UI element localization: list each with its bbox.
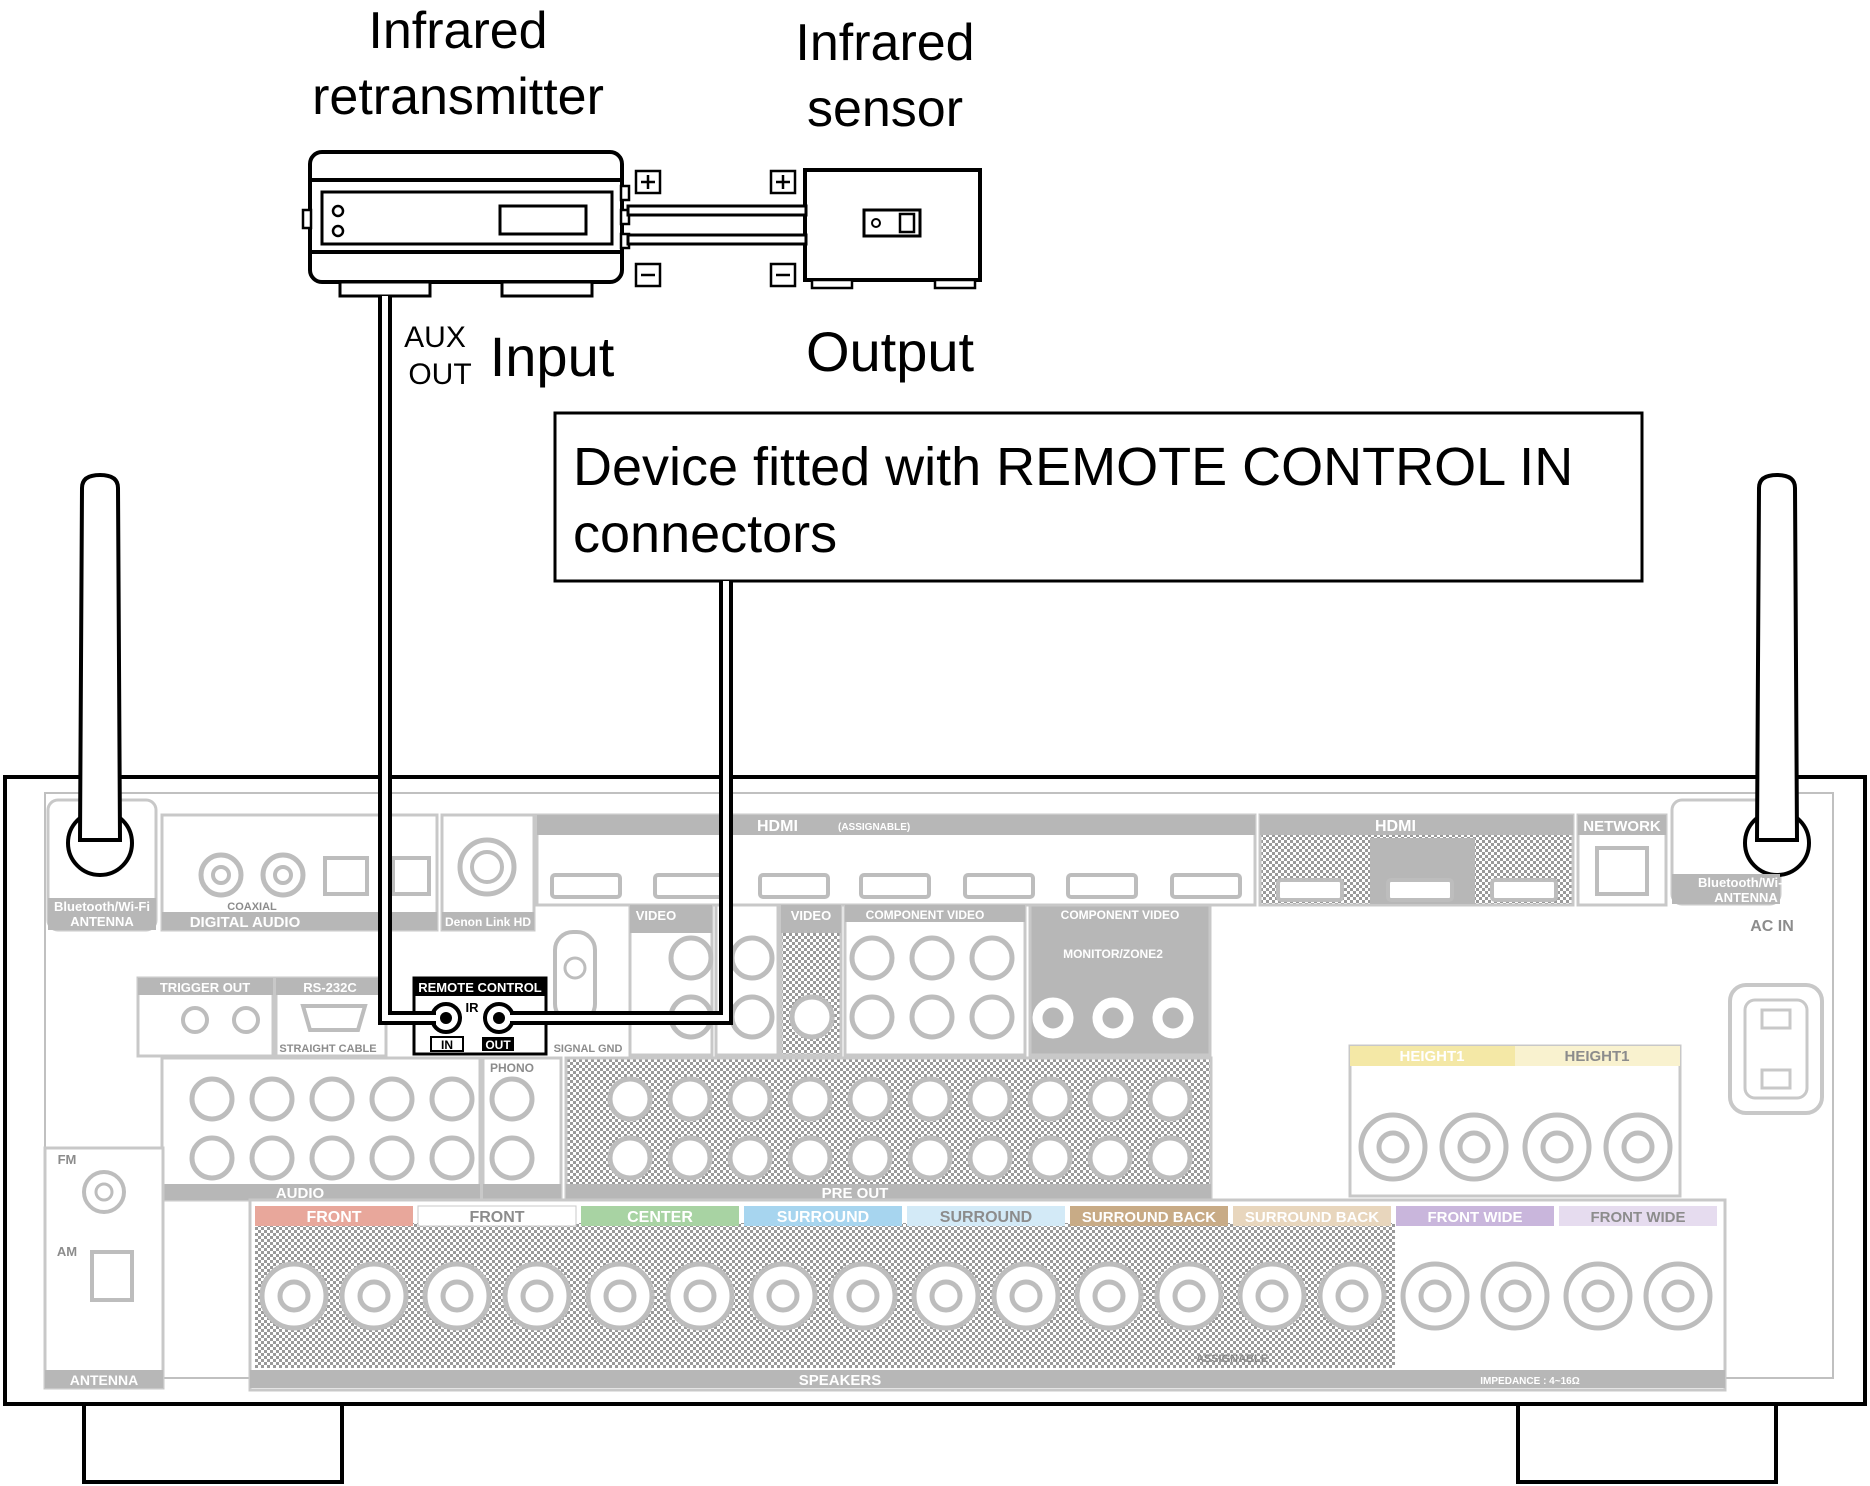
left-foot (82, 1402, 344, 1484)
infrared-sensor (803, 168, 982, 290)
hdmi-out-label: HDMI (1375, 818, 1416, 835)
output-label: Output (806, 320, 975, 383)
remote-in-jack[interactable] (430, 1002, 462, 1034)
speaker-label-front-wide-l: FRONT WIDE (1591, 1209, 1686, 1226)
hdmi-out-block: HDMI (1258, 813, 1575, 907)
infrared-retransmitter (301, 150, 631, 298)
retransmitter-label-line1: Infrared (368, 2, 547, 60)
retransmitter-label-line2: retransmitter (312, 68, 604, 126)
left-antenna-label-1: Bluetooth/Wi-Fi (54, 899, 150, 914)
cable-retransmitter-to-remote-in (378, 296, 436, 1025)
component-video-out-label: COMPONENT VIDEO (1061, 908, 1180, 922)
av-receiver: Bluetooth/Wi-Fi ANTENNA Bluetooth/Wi-Fi … (3, 472, 1867, 1484)
ac-inlet (1728, 983, 1824, 1115)
fm-label: FM (58, 1152, 77, 1167)
component-video-in-block: COMPONENT VIDEO (843, 903, 1027, 1057)
right-antenna: Bluetooth/Wi-Fi ANTENNA AC IN (1670, 472, 1811, 935)
digital-audio-block: DIGITAL AUDIO COAXIAL (160, 813, 439, 932)
device-callout: Device fitted with REMOTE CONTROL IN con… (553, 411, 1644, 583)
rs232c-block: RS-232C STRAIGHT CABLE (274, 976, 388, 1058)
minus-terminal-icon-retransmitter (634, 262, 662, 288)
plus-terminal-icon-retransmitter (634, 169, 662, 195)
aux-label-line2: OUT (408, 358, 471, 391)
right-foot (1516, 1402, 1778, 1484)
impedance-label: IMPEDANCE : 4~16Ω (1480, 1376, 1579, 1387)
hdmi-assignable-label: (ASSIGNABLE) (838, 822, 910, 833)
digital-audio-label: DIGITAL AUDIO (190, 914, 301, 931)
network-block: NETWORK (1576, 813, 1668, 907)
speaker-label-surround-l: SURROUND (940, 1209, 1032, 1226)
speaker-label-center: CENTER (627, 1209, 693, 1226)
left-antenna-label-2: ANTENNA (70, 914, 134, 929)
speaker-label-surround-r: SURROUND (777, 1209, 869, 1226)
denon-link-block: Denon Link HD (440, 813, 536, 932)
trigger-out-label: TRIGGER OUT (160, 980, 250, 995)
right-antenna-label-1: Bluetooth/Wi-Fi (1698, 875, 1794, 890)
speaker-label-surround-back-r: SURROUND BACK (1082, 1209, 1216, 1226)
assignable-label: ASSIGNABLE (1196, 1353, 1268, 1365)
monitor-zone2-label: MONITOR/ZONE2 (1063, 947, 1163, 961)
left-antenna: Bluetooth/Wi-Fi ANTENNA (46, 472, 158, 932)
speaker-label-front-r: FRONT (306, 1209, 361, 1226)
phono-block: PHONO (481, 1056, 563, 1202)
device-callout-line2: connectors (573, 504, 837, 564)
speakers-block: SPEAKERS IMPEDANCE : 4~16Ω FRONT FRONT C… (248, 1198, 1727, 1392)
am-label: AM (57, 1244, 77, 1259)
plus-terminal-icon-sensor (769, 169, 797, 195)
coaxial-label: COAXIAL (227, 901, 277, 913)
aux-label-line1: AUX (404, 321, 466, 354)
height1-r-label: HEIGHT1 (1399, 1048, 1464, 1065)
pre-out-label: PRE OUT (822, 1185, 889, 1202)
signal-gnd-label: SIGNAL GND (554, 1043, 623, 1055)
sensor-label-line2: sensor (807, 80, 963, 138)
straight-cable-label: STRAIGHT CABLE (279, 1043, 376, 1055)
remote-control-label: REMOTE CONTROL (418, 980, 542, 995)
height-speaker-block: HEIGHT1 HEIGHT1 (1348, 1044, 1682, 1198)
height1-l-label: HEIGHT1 (1564, 1048, 1629, 1065)
video-in-label: VIDEO (636, 908, 676, 923)
pre-out-block: PRE OUT (564, 1056, 1213, 1202)
rs232c-label: RS-232C (303, 980, 357, 995)
trigger-out-block: TRIGGER OUT (136, 976, 275, 1058)
sensor-label-line1: Infrared (795, 14, 974, 72)
speaker-label-surround-back-l: SURROUND BACK (1245, 1209, 1379, 1226)
speaker-terminals (259, 1261, 1713, 1331)
sensor-wires (626, 204, 808, 246)
signal-gnd-block: SIGNAL GND (553, 930, 623, 1055)
remote-out-jack[interactable] (483, 1002, 515, 1034)
remote-out-label: OUT (485, 1038, 511, 1052)
speaker-label-front-wide-r: FRONT WIDE (1428, 1209, 1523, 1226)
ir-label: IR (466, 1000, 480, 1015)
audio-in-block: AUDIO (160, 1056, 482, 1202)
denon-link-label: Denon Link HD (445, 915, 531, 929)
video-out-label: VIDEO (791, 908, 831, 923)
speaker-label-front-l: FRONT (469, 1209, 524, 1226)
fm-am-antenna-block: ANTENNA FM AM (43, 1146, 165, 1390)
device-callout-line1: Device fitted with REMOTE CONTROL IN (573, 437, 1573, 497)
network-label: NETWORK (1583, 818, 1661, 835)
minus-terminal-icon-sensor (769, 262, 797, 288)
remote-control-block: REMOTE CONTROL IR IN OUT (412, 976, 548, 1056)
audio-in-label: AUDIO (276, 1185, 325, 1202)
video-in-block: VIDEO VIDEO (628, 903, 843, 1057)
cable-device-to-remote-out (510, 581, 733, 1025)
ac-in-label: AC IN (1750, 918, 1794, 935)
hdmi-in-block: HDMI (ASSIGNABLE) (535, 813, 1257, 907)
speakers-label: SPEAKERS (799, 1372, 882, 1389)
right-antenna-label-2: ANTENNA (1714, 890, 1778, 905)
component-video-out-block: COMPONENT VIDEO MONITOR/ZONE2 (1028, 903, 1212, 1057)
phono-label: PHONO (490, 1061, 534, 1075)
antenna-label: ANTENNA (70, 1372, 138, 1388)
remote-in-label: IN (441, 1038, 453, 1052)
hdmi-in-label: HDMI (757, 818, 798, 835)
speaker-group-labels: FRONT FRONT CENTER SURROUND SURROUND SUR… (255, 1205, 1717, 1227)
component-video-in-label: COMPONENT VIDEO (866, 908, 985, 922)
input-label: Input (490, 325, 615, 388)
